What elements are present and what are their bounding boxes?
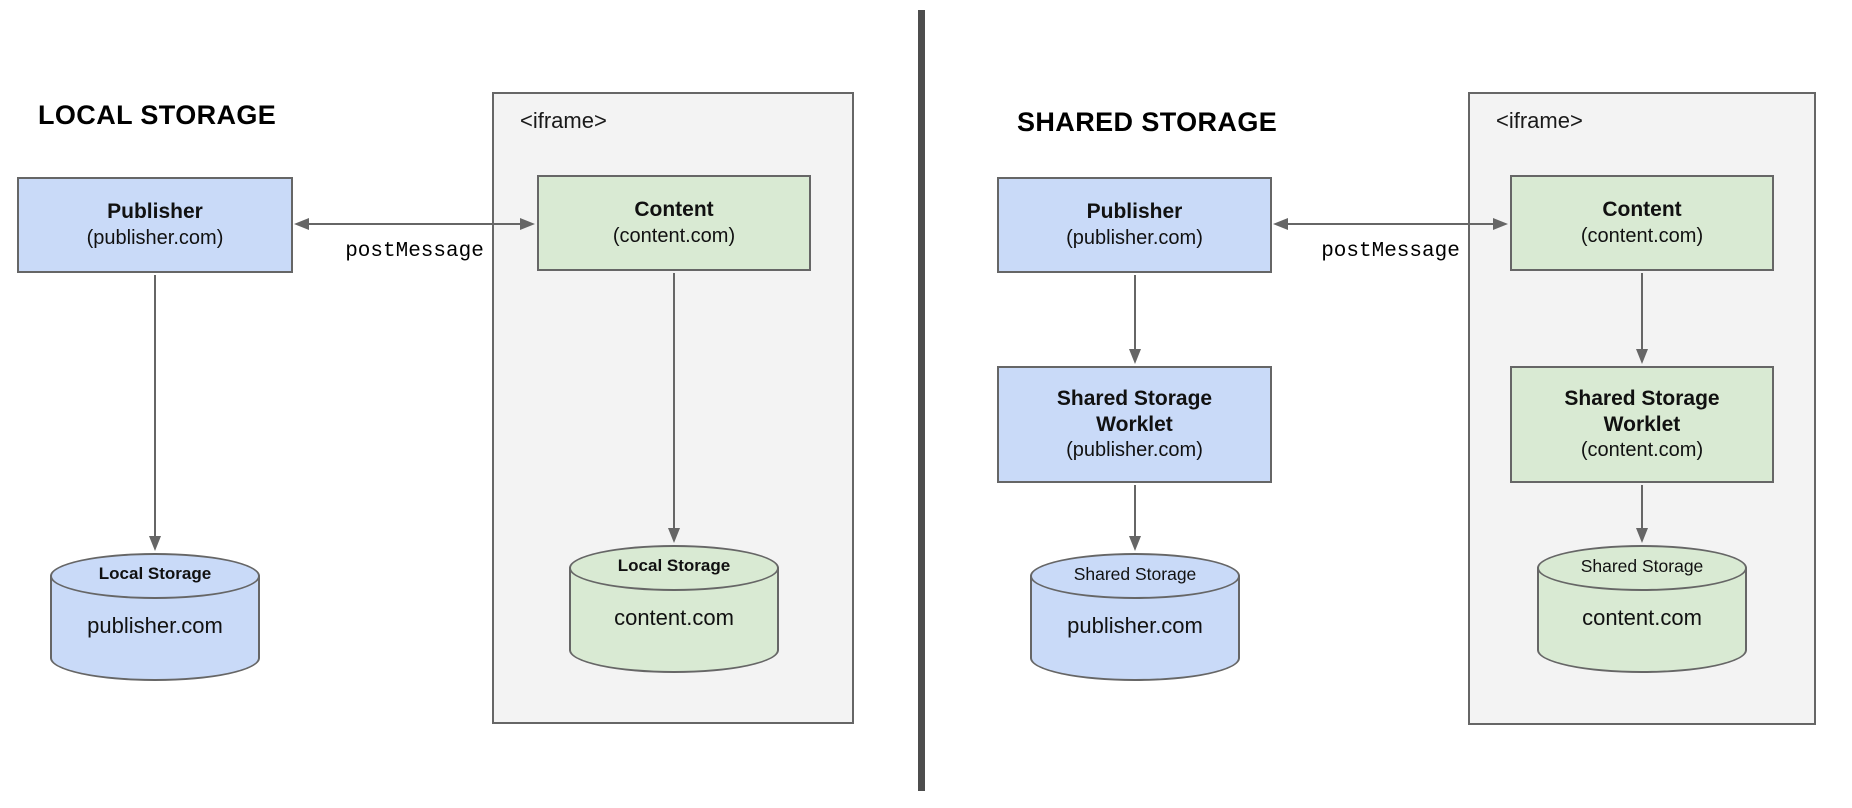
local-publisher-domain: (publisher.com) <box>86 226 224 249</box>
shared-publisher-worklet-name: Shared Storage Worklet <box>1056 386 1213 436</box>
shared-publisher-worklet-to-storage-arrow <box>1129 485 1141 551</box>
shared-content-box: Content (content.com) <box>1510 175 1774 271</box>
local-publisher-storage-label: Local Storage <box>98 564 212 583</box>
shared-content-storage-domain: content.com <box>1582 605 1702 630</box>
shared-publisher-storage-cylinder: Shared Storage publisher.com <box>1030 553 1240 681</box>
local-content-box: Content (content.com) <box>537 175 811 271</box>
shared-content-worklet-name: Shared Storage Worklet <box>1564 386 1720 436</box>
shared-content-storage-label: Shared Storage <box>1580 556 1704 576</box>
local-publisher-storage-domain: publisher.com <box>87 613 223 638</box>
shared-publisher-name: Publisher <box>1086 200 1183 224</box>
shared-publisher-storage-domain: publisher.com <box>1067 613 1203 638</box>
shared-publisher-box: Publisher (publisher.com) <box>997 177 1272 273</box>
local-postmessage-label: postMessage <box>345 240 484 263</box>
shared-publisher-worklet-domain: (publisher.com) <box>1066 439 1203 462</box>
local-iframe-label: <iframe> <box>520 108 607 133</box>
local-publisher-box: Publisher (publisher.com) <box>17 177 293 273</box>
shared-content-worklet-box: Shared Storage Worklet (content.com) <box>1510 366 1774 483</box>
shared-publisher-to-worklet-arrow <box>1129 275 1141 364</box>
shared-iframe-label: <iframe> <box>1496 108 1583 133</box>
shared-content-name: Content <box>1602 198 1682 222</box>
shared-postmessage-label: postMessage <box>1321 240 1460 263</box>
panel-divider <box>918 10 925 791</box>
local-content-storage-cylinder: Local Storage content.com <box>569 545 779 673</box>
cylinder-top <box>569 545 779 591</box>
local-publisher-to-storage-arrow <box>149 275 161 551</box>
shared-publisher-domain: (publisher.com) <box>1066 226 1203 249</box>
shared-publisher-storage-label: Shared Storage <box>1073 564 1197 584</box>
local-content-storage-label: Local Storage <box>617 556 731 575</box>
local-storage-title: LOCAL STORAGE <box>38 100 277 130</box>
cylinder-top <box>50 553 260 599</box>
local-content-domain: (content.com) <box>612 224 736 247</box>
local-content-name: Content <box>634 198 714 222</box>
shared-content-worklet-domain: (content.com) <box>1580 439 1704 462</box>
shared-content-domain: (content.com) <box>1580 224 1704 247</box>
shared-publisher-worklet-box: Shared Storage Worklet (publisher.com) <box>997 366 1272 483</box>
local-publisher-storage-cylinder: Local Storage publisher.com <box>50 553 260 681</box>
local-content-storage-domain: content.com <box>614 605 734 630</box>
shared-content-storage-cylinder: Shared Storage content.com <box>1537 545 1747 673</box>
shared-storage-title: SHARED STORAGE <box>1017 107 1278 137</box>
cylinder-top <box>1030 553 1240 599</box>
local-publisher-name: Publisher <box>107 200 203 224</box>
cylinder-top <box>1537 545 1747 591</box>
